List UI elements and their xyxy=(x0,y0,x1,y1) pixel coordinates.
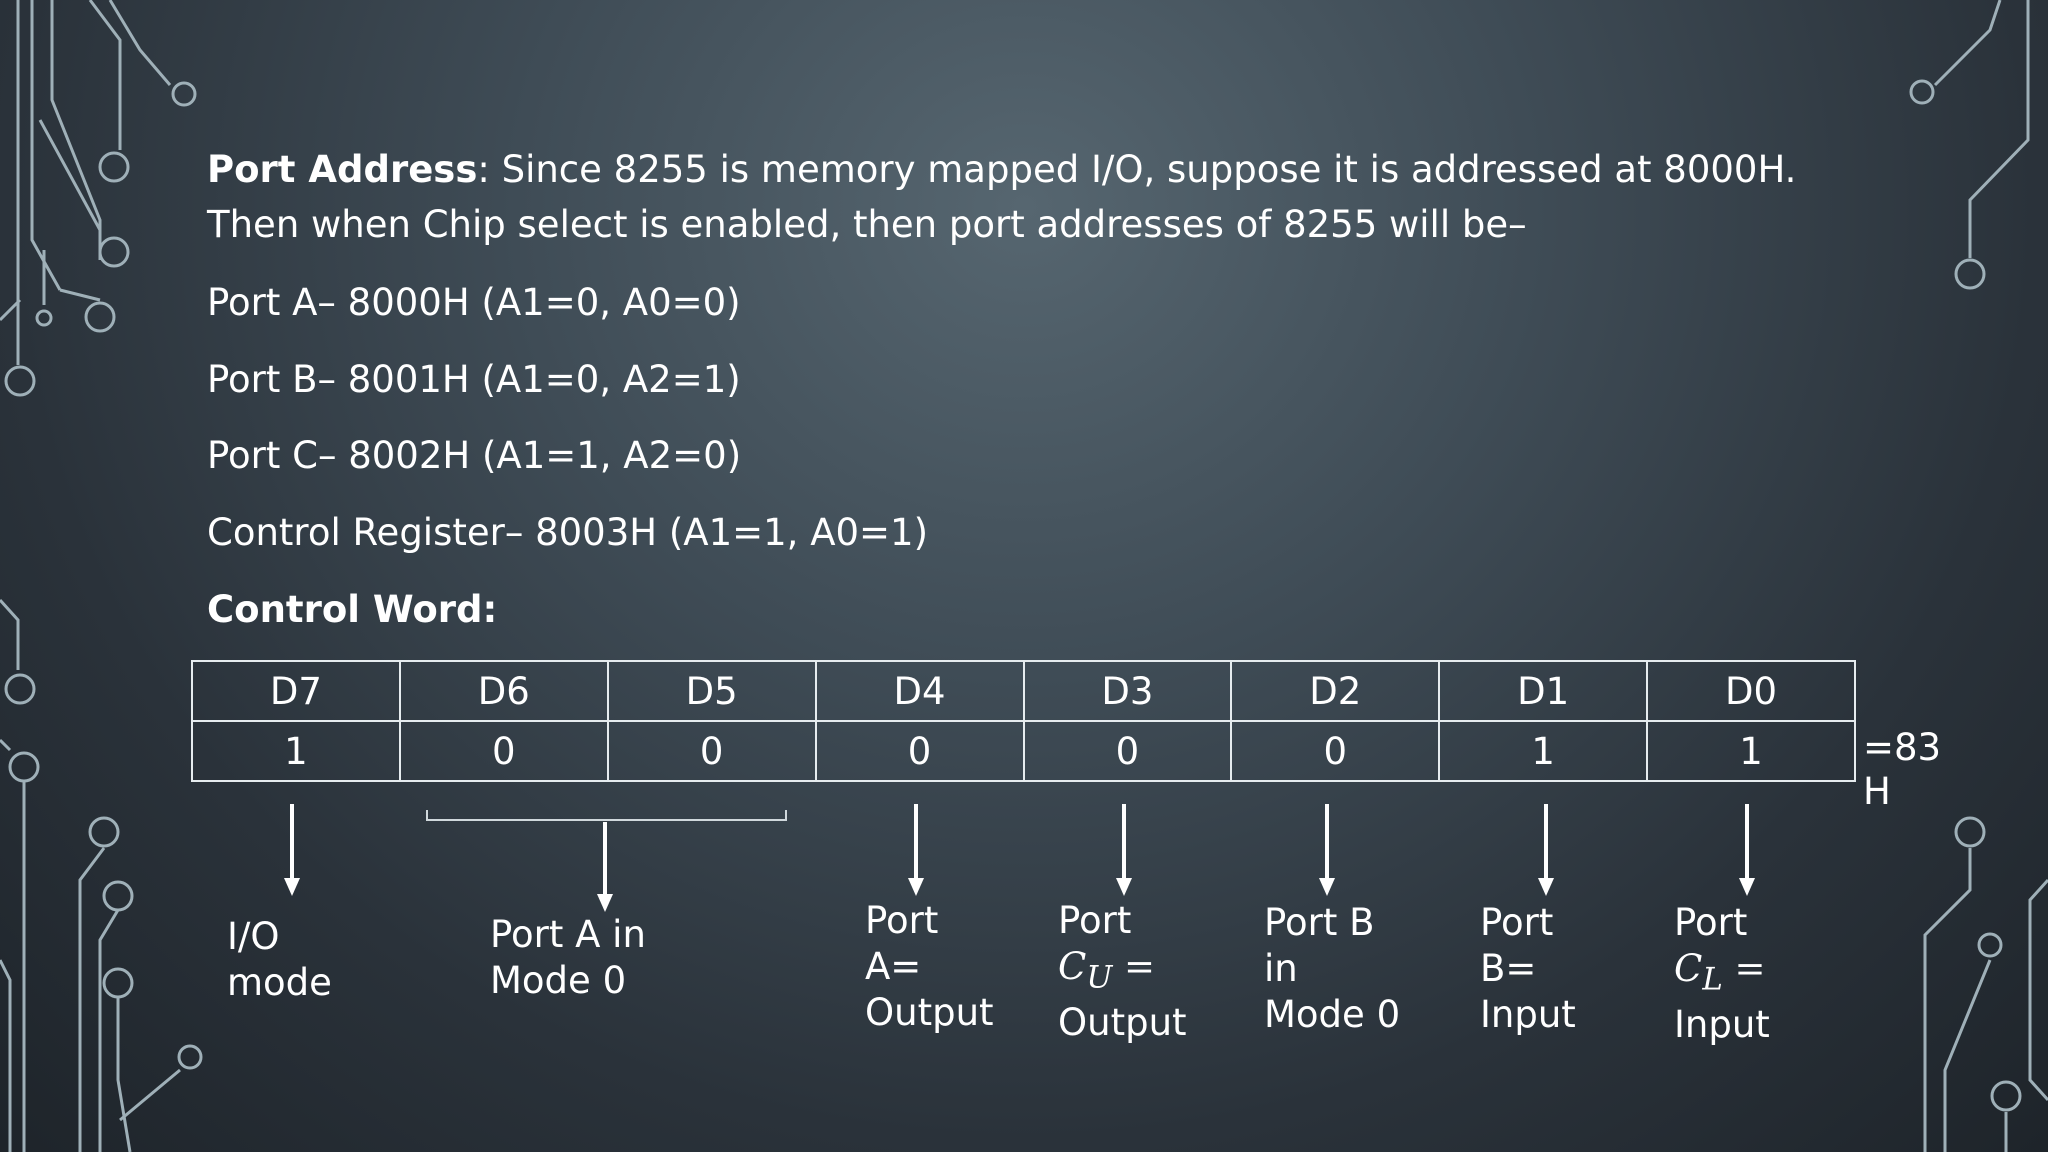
arrow-d1 xyxy=(1538,804,1554,896)
control-word-table: D7 D6 D5 D4 D3 D2 D1 D0 1 0 0 0 0 0 1 1 xyxy=(191,660,1856,782)
desc-d4-port-a-direction: Port A= Output xyxy=(865,898,994,1036)
port-c-address: Port C– 8002H (A1=1, A2=0) xyxy=(207,434,742,477)
desc-d1-line3: Input xyxy=(1480,993,1576,1036)
desc-d2-port-b-mode: Port B in Mode 0 xyxy=(1264,900,1400,1038)
desc-d0-line3: Input xyxy=(1674,1003,1770,1047)
bit-value-d5: 0 xyxy=(606,720,817,782)
port-address-line2: Then when Chip select is enabled, then p… xyxy=(207,203,1527,246)
desc-d3-math: CU = xyxy=(1058,944,1187,1000)
desc-d0-math-var: C xyxy=(1674,947,1703,990)
hex-result: =83 H xyxy=(1863,726,1953,814)
bit-value-d6: 0 xyxy=(398,720,609,782)
bracket-d6-d5 xyxy=(426,810,787,821)
bit-value-d0: 1 xyxy=(1646,720,1856,782)
port-address-paragraph: Port Address: Since 8255 is memory mappe… xyxy=(207,142,1796,252)
bit-value-d1: 1 xyxy=(1438,720,1649,782)
desc-d2-line1: Port B xyxy=(1264,901,1375,944)
bit-header-d1: D1 xyxy=(1438,660,1649,722)
desc-d6-d5-port-a-mode: Port A in Mode 0 xyxy=(490,912,646,1004)
bit-value-d2: 0 xyxy=(1230,720,1441,782)
arrow-d2 xyxy=(1319,804,1335,896)
bit-header-d6: D6 xyxy=(398,660,609,722)
bit-value-d3: 0 xyxy=(1022,720,1233,782)
bit-value-d4: 0 xyxy=(814,720,1025,782)
desc-d0-math-sub: L xyxy=(1702,961,1723,998)
port-address-label: Port Address xyxy=(207,148,478,191)
desc-d0-port-cl-direction: Port CL = Input xyxy=(1674,900,1770,1048)
arrow-d4 xyxy=(908,804,924,896)
hex-result-line2: H xyxy=(1863,770,1891,813)
port-address-line1: : Since 8255 is memory mapped I/O, suppo… xyxy=(477,148,1797,191)
desc-d3-math-sub: U xyxy=(1086,959,1113,996)
bit-header-d4: D4 xyxy=(814,660,1025,722)
desc-d7-io-mode: I/O mode xyxy=(227,914,332,1006)
bit-value-d7: 1 xyxy=(191,720,401,782)
desc-d0-line1: Port xyxy=(1674,901,1748,944)
desc-d6d5-line1: Port A in xyxy=(490,913,646,956)
desc-d3-line1: Port xyxy=(1058,899,1132,942)
desc-d4-line3: Output xyxy=(865,991,994,1034)
desc-d2-line2: in xyxy=(1264,947,1298,990)
bit-header-d0: D0 xyxy=(1646,660,1856,722)
desc-d4-line1: Port xyxy=(865,899,939,942)
desc-d7-line1: I/O xyxy=(227,915,280,958)
desc-d3-math-op: = xyxy=(1112,945,1156,988)
desc-d3-port-cu-direction: Port CU = Output xyxy=(1058,898,1187,1046)
bit-header-row: D7 D6 D5 D4 D3 D2 D1 D0 xyxy=(191,660,1856,722)
bit-header-d7: D7 xyxy=(191,660,401,722)
desc-d7-line2: mode xyxy=(227,961,332,1004)
hex-result-line1: =83 xyxy=(1863,726,1942,769)
desc-d1-line2: B= xyxy=(1480,947,1537,990)
arrow-d3 xyxy=(1116,804,1132,896)
desc-d3-line3: Output xyxy=(1058,1001,1187,1045)
arrow-d7 xyxy=(284,804,300,896)
desc-d6d5-line2: Mode 0 xyxy=(490,959,627,1002)
desc-d3-math-var: C xyxy=(1058,945,1087,988)
port-b-address: Port B– 8001H (A1=0, A2=1) xyxy=(207,358,741,401)
desc-d0-math-op: = xyxy=(1722,947,1766,990)
desc-d1-line1: Port xyxy=(1480,901,1554,944)
control-word-title: Control Word: xyxy=(207,588,498,631)
bit-header-d2: D2 xyxy=(1230,660,1441,722)
desc-d2-line3: Mode 0 xyxy=(1264,993,1401,1036)
port-a-address: Port A– 8000H (A1=0, A0=0) xyxy=(207,281,741,324)
control-register-address: Control Register– 8003H (A1=1, A0=1) xyxy=(207,511,929,554)
bit-value-row: 1 0 0 0 0 0 1 1 xyxy=(191,720,1856,782)
bit-header-d3: D3 xyxy=(1022,660,1233,722)
desc-d1-port-b-direction: Port B= Input xyxy=(1480,900,1576,1038)
desc-d4-line2: A= xyxy=(865,945,922,988)
bit-header-d5: D5 xyxy=(606,660,817,722)
desc-d0-math: CL = xyxy=(1674,946,1770,1002)
arrow-d0 xyxy=(1739,804,1755,896)
arrow-d6-d5 xyxy=(597,822,613,912)
